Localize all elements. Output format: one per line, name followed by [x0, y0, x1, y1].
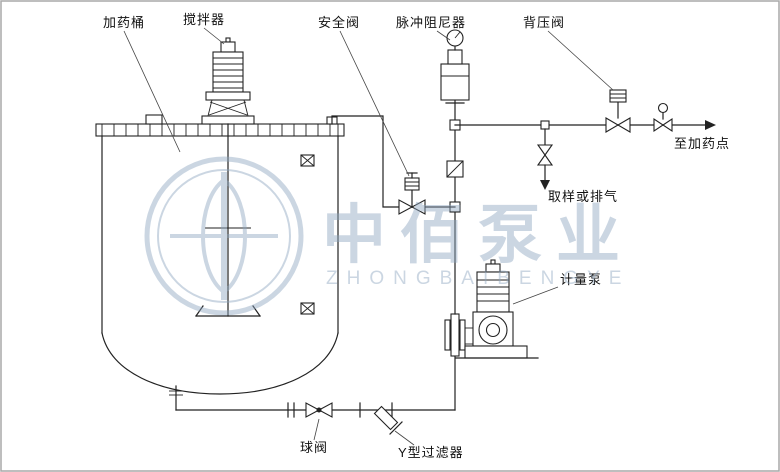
label-tank: 加药桶: [103, 15, 145, 30]
wall-fitting-lower: [300, 302, 315, 315]
tank: [95, 114, 345, 395]
outlet-ball-valve: [653, 102, 673, 133]
leader-line: [339, 30, 410, 177]
safety-valve: [398, 172, 426, 215]
damper-body: [440, 63, 470, 101]
agitator-motor: [212, 51, 244, 93]
label-to-dosing-point: 至加药点: [674, 136, 730, 151]
label-safety-valve: 安全阀: [318, 15, 360, 30]
agitator: [195, 37, 261, 317]
labels: 加药桶 搅拌器 安全阀 脉冲阻尼器 背压阀 至加药点 取样或排气 计量泵 球阀 …: [103, 12, 730, 460]
label-metering-pump: 计量泵: [560, 272, 602, 287]
pulse-damper: [440, 29, 470, 104]
tee-fitting: [540, 120, 550, 130]
check-valve: [446, 160, 464, 178]
label-back-pressure-valve: 背压阀: [523, 15, 565, 30]
watermark-text-en: ZHONGBAIBENGYE: [326, 268, 630, 289]
label-agitator: 搅拌器: [183, 12, 225, 27]
leader-line: [123, 30, 181, 153]
watermark-text-cn: 中佰泵业: [322, 199, 634, 271]
back-pressure-valve: [605, 89, 631, 133]
leader-line: [436, 30, 451, 41]
watermark-logo-icon: [144, 156, 304, 316]
label-ball-valve: 球阀: [300, 440, 328, 455]
sampling-valve: [536, 128, 554, 190]
leader-line: [313, 418, 320, 441]
label-y-strainer: Y型过滤器: [398, 445, 464, 460]
leader-line: [512, 286, 559, 305]
pump-base: [464, 345, 528, 359]
y-strainer: [359, 402, 403, 435]
leader-line: [394, 430, 415, 446]
wall-fitting-upper: [300, 154, 315, 167]
pressure-gauge-icon: [446, 29, 464, 47]
ball-valve: [305, 402, 333, 418]
flow-arrow-down: [540, 180, 550, 190]
pump-motor: [476, 271, 510, 313]
leader-line: [203, 27, 225, 45]
label-pulse-damper: 脉冲阻尼器: [396, 15, 466, 30]
leader-line: [547, 30, 614, 91]
label-sample-or-vent: 取样或排气: [548, 189, 618, 204]
flow-arrow: [705, 120, 716, 130]
metering-pump: [444, 259, 539, 359]
agitator-impeller: [195, 305, 261, 317]
lid-nozzle: [145, 114, 163, 125]
watermark: 中佰泵业 ZHONGBAIBENGYE: [144, 156, 634, 316]
